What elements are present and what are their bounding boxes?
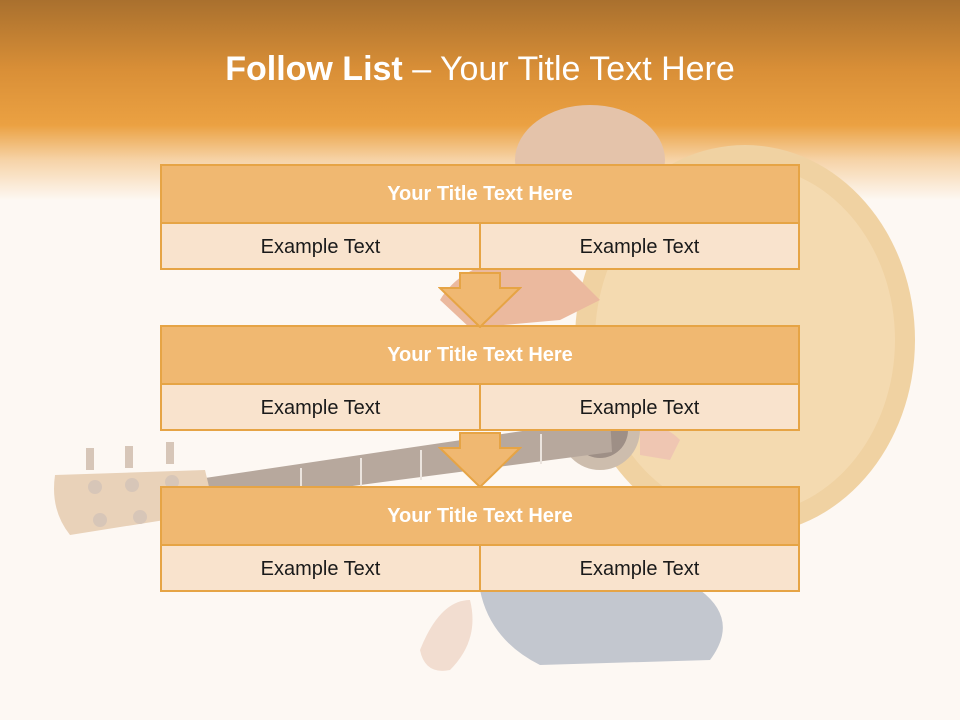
block-title: Your Title Text Here bbox=[162, 327, 798, 385]
block-row: Example Text Example Text bbox=[162, 385, 798, 431]
block-cell-right: Example Text bbox=[479, 224, 798, 270]
list-block-2: Your Title Text Here Example Text Exampl… bbox=[160, 325, 800, 431]
block-cell-right: Example Text bbox=[479, 385, 798, 431]
block-cell-left: Example Text bbox=[260, 235, 381, 258]
block-row: Example Text Example Text bbox=[162, 546, 798, 592]
list-block-3: Your Title Text Here Example Text Exampl… bbox=[160, 486, 800, 592]
slide-title-rest: – Your Title Text Here bbox=[402, 50, 735, 88]
block-cell-right: Example Text bbox=[479, 546, 798, 592]
block-cell-left: Example Text bbox=[260, 557, 381, 580]
slide-title-bold: Follow List bbox=[225, 50, 403, 88]
down-arrow-icon bbox=[438, 272, 522, 328]
list-block-1: Your Title Text Here Example Text Exampl… bbox=[160, 164, 800, 270]
down-arrow-icon bbox=[438, 432, 522, 488]
slide-title: Follow List – Your Title Text Here bbox=[0, 50, 960, 89]
block-title: Your Title Text Here bbox=[162, 166, 798, 224]
block-title: Your Title Text Here bbox=[162, 488, 798, 546]
block-row: Example Text Example Text bbox=[162, 224, 798, 270]
block-cell-left: Example Text bbox=[260, 396, 381, 419]
